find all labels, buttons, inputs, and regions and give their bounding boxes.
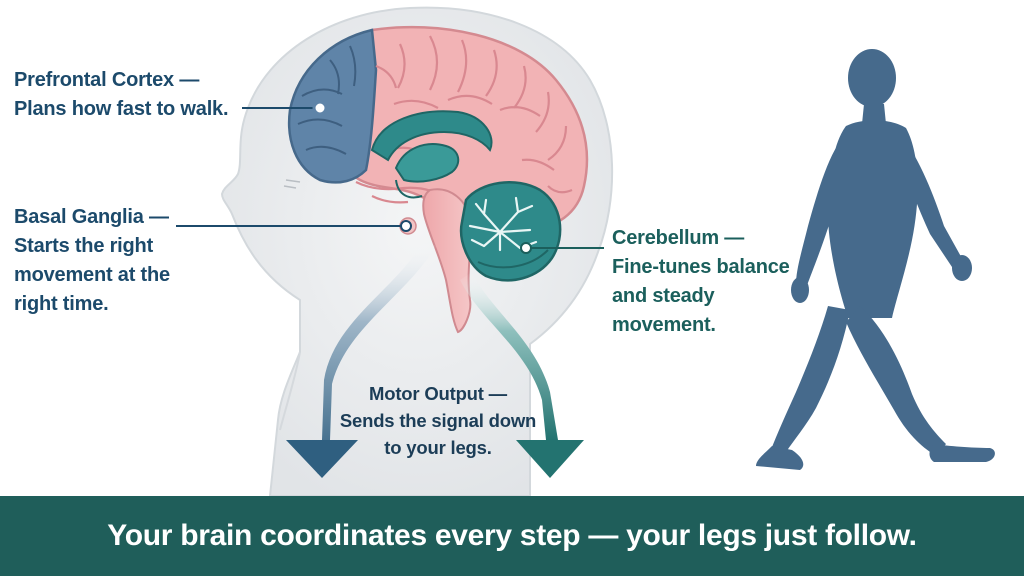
brain-icon: [287, 25, 589, 334]
motor-output-label: Motor Output — Sends the signal down to …: [328, 380, 548, 461]
motor-title: Motor Output —: [369, 383, 507, 404]
down-arrow-icon: [460, 272, 584, 478]
motor-desc-line1: Sends the signal down: [339, 410, 537, 431]
cerebellum-desc-line2: and steady: [612, 285, 715, 307]
cerebellum-label: Cerebellum — Fine-tunes balance and stea…: [612, 224, 790, 340]
prefrontal-marker-dot: [312, 100, 328, 116]
basal-title: Basal Ganglia —: [14, 206, 169, 228]
down-arrow-icon: [286, 240, 436, 478]
prefrontal-desc: Plans how fast to walk.: [14, 98, 229, 120]
walking-person-icon: [756, 49, 995, 470]
banner-text: Your brain coordinates every step — your…: [107, 519, 917, 552]
basal-desc-line1: Starts the right: [14, 235, 154, 257]
cerebellum-title: Cerebellum —: [612, 227, 745, 249]
cerebellum-desc-line1: Fine-tunes balance: [612, 256, 790, 278]
cerebellum-desc-line3: movement.: [612, 314, 716, 336]
prefrontal-cortex-label: Prefrontal Cortex — Plans how fast to wa…: [14, 66, 229, 124]
footer-banner: Your brain coordinates every step — your…: [0, 496, 1024, 576]
basal-desc-line3: right time.: [14, 293, 109, 315]
basal-marker-dot: [400, 220, 412, 232]
prefrontal-title: Prefrontal Cortex —: [14, 69, 200, 91]
motor-desc-line2: to your legs.: [384, 437, 492, 458]
basal-ganglia-label: Basal Ganglia — Starts the right movemen…: [14, 203, 170, 319]
basal-desc-line2: movement at the: [14, 264, 170, 286]
cerebellum-marker-dot: [520, 242, 532, 254]
